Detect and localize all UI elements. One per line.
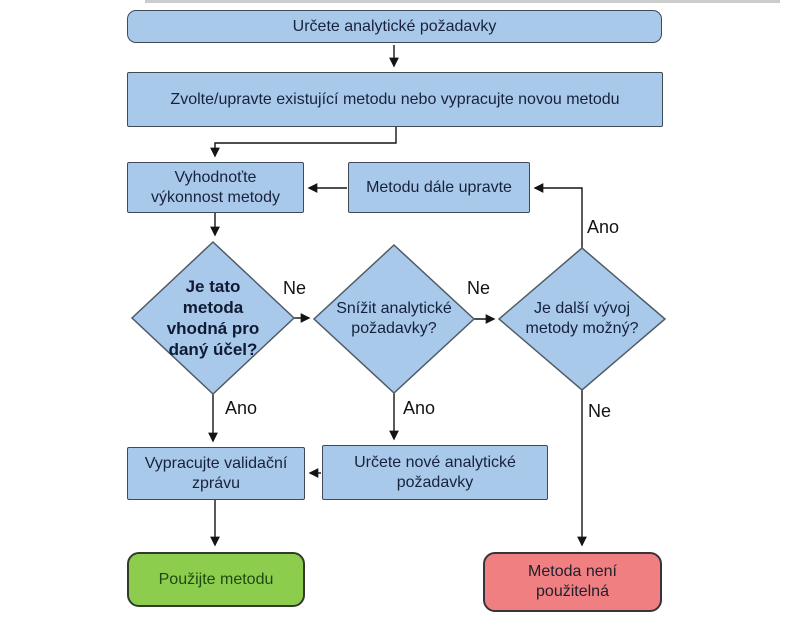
node-evaluate-performance: Vyhodnoťte výkonnost metody bbox=[127, 162, 304, 213]
node-validation-report-label: Vypracujte validační zprávu bbox=[144, 454, 288, 492]
node-new-requirements-label: Určete nové analytické požadavky bbox=[354, 453, 516, 491]
edge-label-reduce-no: Ne bbox=[467, 278, 491, 298]
node-select-method-label: Zvolte/upravte existující metodu nebo vy… bbox=[170, 90, 620, 108]
node-validation-report: Vypracujte validační zprávu bbox=[127, 447, 305, 500]
connector-select-to-evaluate bbox=[210, 127, 397, 158]
decision-diamond-reduce-requirements bbox=[312, 243, 476, 395]
node-use-method-label: Použijte metodu bbox=[158, 570, 274, 588]
node-method-not-usable: Metoda není použitelná bbox=[483, 552, 662, 612]
edge-label-suitable-no: Ne bbox=[283, 278, 307, 298]
connector-development-yes-to-improve bbox=[533, 183, 583, 248]
node-define-requirements: Určete analytické požadavky bbox=[127, 10, 662, 43]
node-improve-method-label: Metodu dále upravte bbox=[366, 178, 512, 196]
edge-label-development-yes: Ano bbox=[587, 217, 620, 237]
node-use-method: Použijte metodu bbox=[127, 552, 305, 607]
node-select-method: Zvolte/upravte existující metodu nebo vy… bbox=[127, 72, 663, 127]
top-edge-artifact bbox=[145, 0, 780, 3]
node-define-requirements-label: Určete analytické požadavky bbox=[292, 17, 497, 35]
node-evaluate-performance-label: Vyhodnoťte výkonnost metody bbox=[151, 168, 280, 206]
edge-label-reduce-yes: Ano bbox=[403, 398, 436, 418]
node-improve-method: Metodu dále upravte bbox=[348, 162, 530, 213]
node-method-not-usable-label: Metoda není použitelná bbox=[528, 563, 617, 600]
decision-diamond-method-suitable bbox=[130, 240, 296, 396]
decision-diamond-further-development bbox=[497, 247, 667, 391]
edge-label-development-no: Ne bbox=[588, 401, 612, 421]
node-new-requirements: Určete nové analytické požadavky bbox=[322, 445, 548, 500]
edge-label-suitable-yes: Ano bbox=[225, 398, 258, 418]
